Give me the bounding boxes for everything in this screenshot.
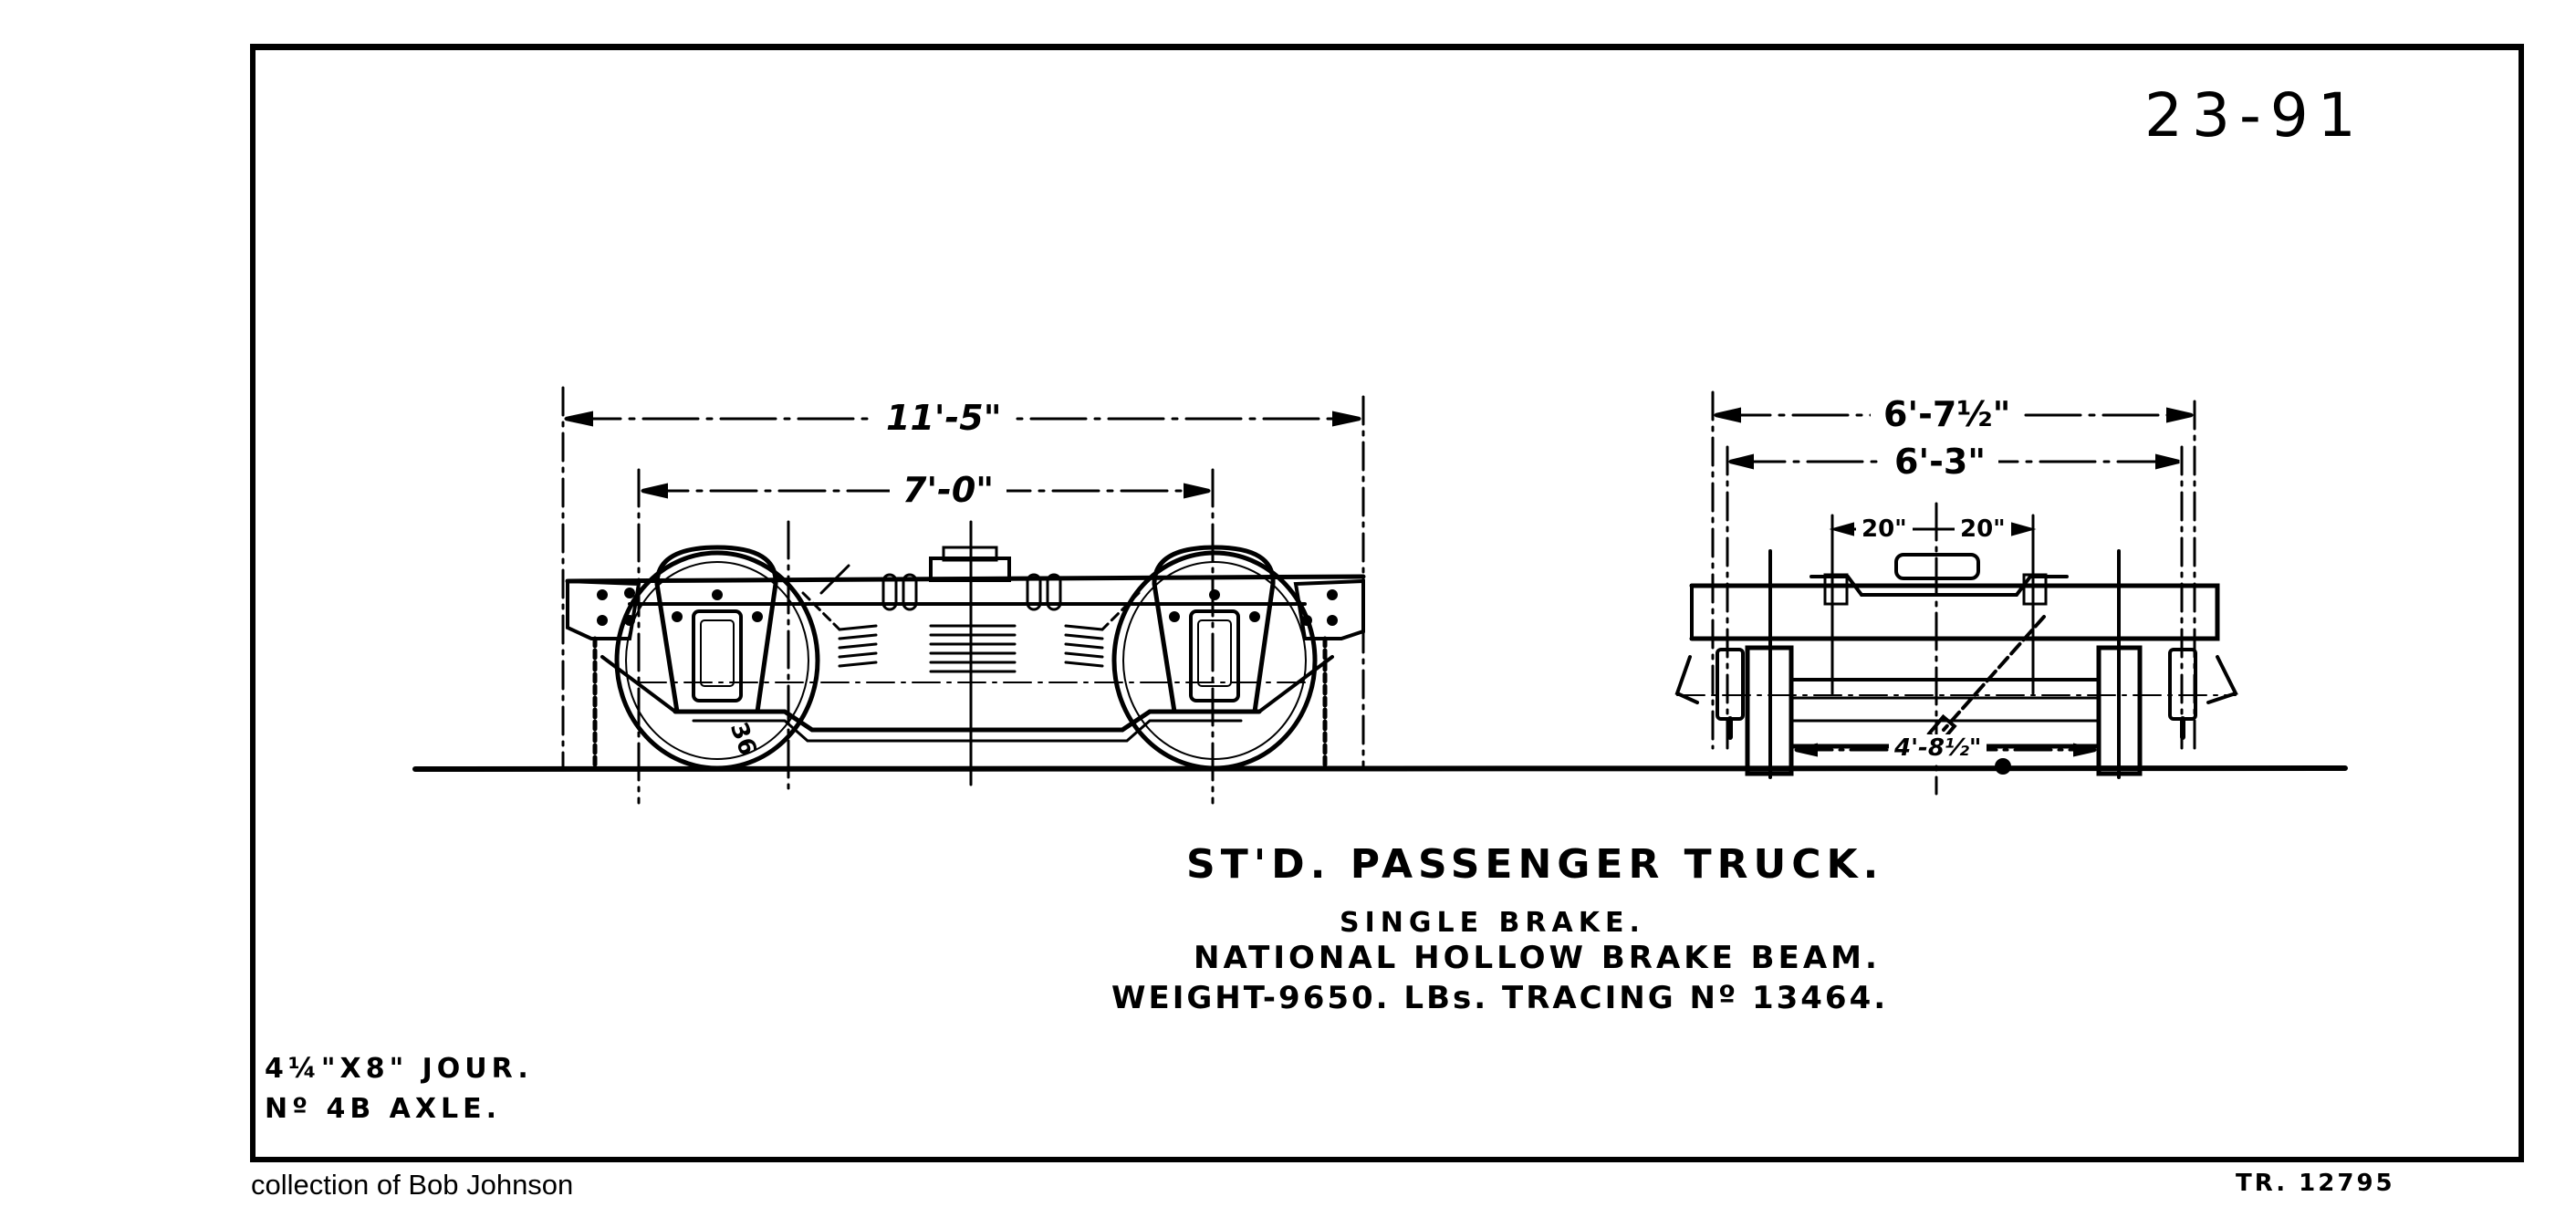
drawing-subtitle: SINGLE BRAKE. (1340, 907, 1645, 939)
dim-wheelbase: 7'-0" (890, 470, 1007, 510)
journal-axle-notes: 4¼"X8" JOUR. Nº 4B AXLE. (265, 1049, 533, 1129)
end-view (1674, 390, 2238, 796)
dim-journal-centers: 6'-3" (1882, 442, 1999, 482)
collection-credit: collection of Bob Johnson (251, 1169, 574, 1201)
weight-tracing-note: WEIGHT-9650. LBs. TRACING Nº 13464. (1111, 980, 1889, 1016)
drawing-title: ST'D. PASSENGER TRUCK. (1186, 841, 1884, 888)
dim-side-bearing-right: 20" (1955, 515, 2011, 543)
journal-note: 4¼"X8" JOUR. (265, 1053, 533, 1085)
tracing-reference: TR. 12795 (2236, 1170, 2395, 1197)
brake-beam-note: NATIONAL HOLLOW BRAKE BEAM. (1194, 940, 1881, 976)
dim-gauge: 4'-8½" (1889, 734, 1987, 762)
axle-note: Nº 4B AXLE. (265, 1093, 502, 1125)
drawing-border (250, 44, 2524, 1162)
dim-overall-length: 11'-5" (873, 398, 1015, 438)
dim-side-bearing-left: 20" (1856, 515, 1913, 543)
side-view (561, 386, 1366, 805)
dim-overall-width: 6'-7½" (1871, 394, 2024, 434)
sheet-number: 23-91 (2144, 80, 2365, 151)
